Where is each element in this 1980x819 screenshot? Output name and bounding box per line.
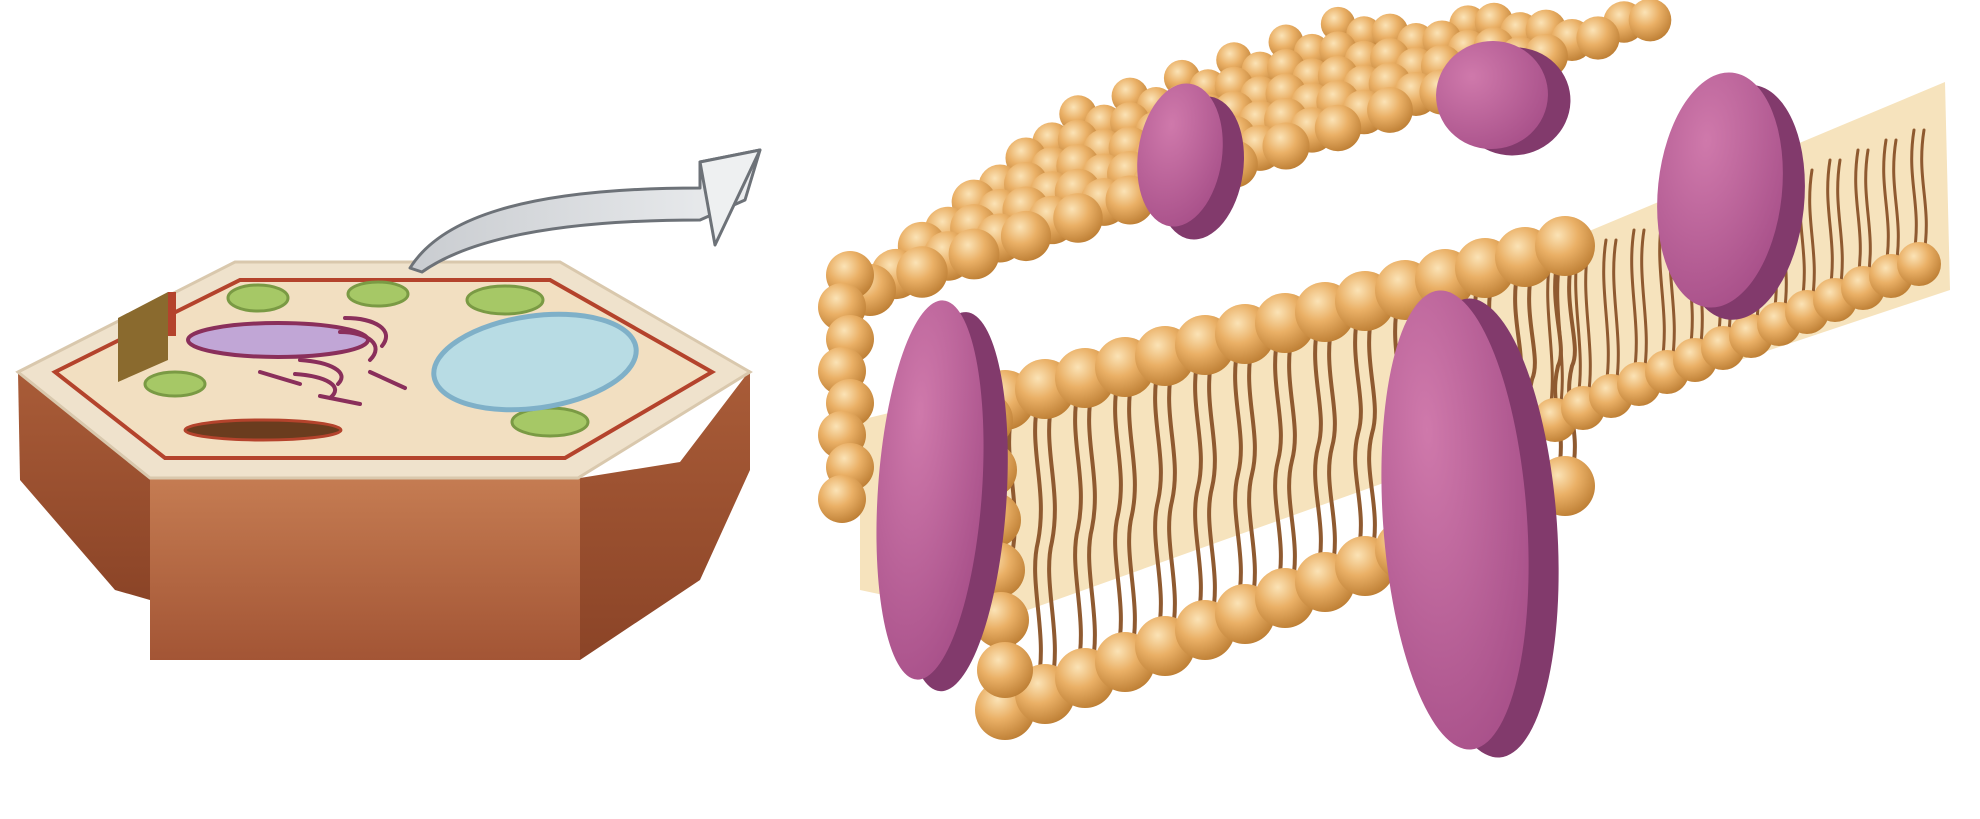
phospholipid-head [896, 246, 947, 297]
phospholipid-head [1629, 0, 1672, 41]
phospholipid-head [1315, 105, 1361, 151]
phospholipid-head [818, 475, 866, 523]
chloroplast [348, 282, 408, 306]
chloroplast [228, 285, 288, 311]
cell-wall-side-front [150, 478, 580, 660]
chloroplast [467, 286, 543, 314]
phospholipid-head [1262, 122, 1309, 169]
phospholipid-head [1001, 211, 1051, 261]
plant-cell-icon [18, 262, 750, 660]
phospholipid-head [949, 229, 1000, 280]
phospholipid-head [1535, 216, 1595, 276]
phospholipid-head [1053, 193, 1103, 243]
phospholipid-head [1576, 16, 1619, 59]
phospholipid-head [1897, 242, 1941, 286]
chloroplast [512, 408, 588, 436]
mitochondrion [185, 420, 341, 440]
phospholipid-head [977, 642, 1033, 698]
nucleus [188, 323, 368, 357]
phospholipid-head [1367, 87, 1413, 133]
phospholipid-bilayer-icon [818, 0, 1950, 764]
chloroplast [145, 372, 205, 396]
